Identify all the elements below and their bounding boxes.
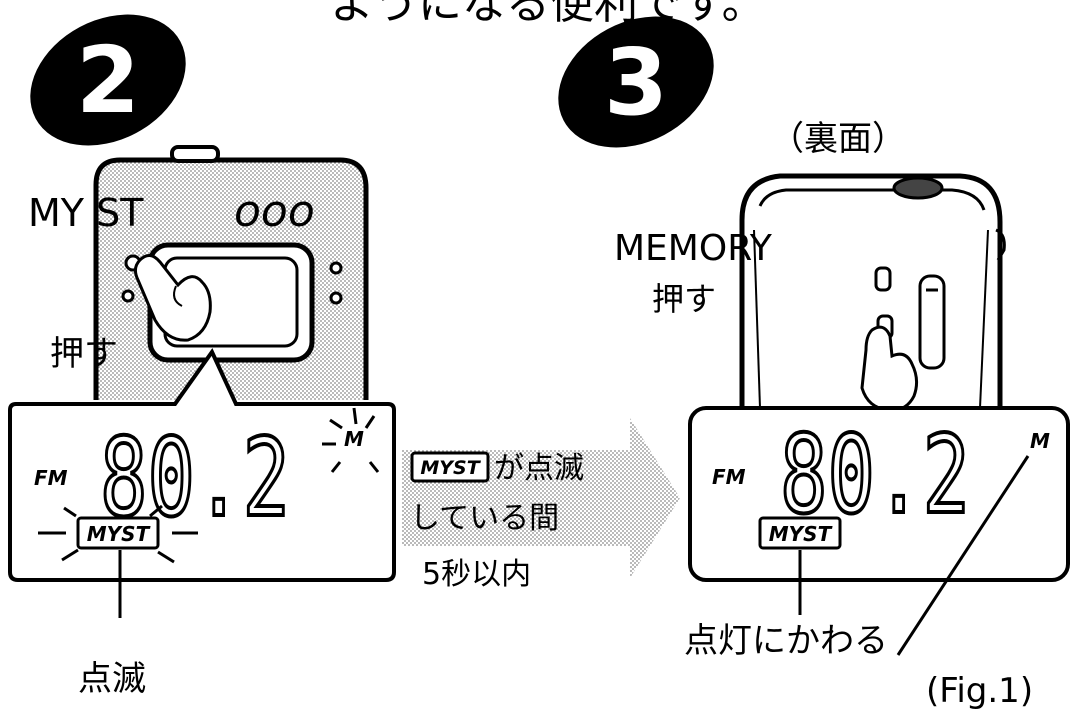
step-2-display: FM 80.2 M MYST xyxy=(8,348,396,618)
arrow-line3: 5秒以内 xyxy=(422,557,531,592)
step-3-callout: 点灯にかわる xyxy=(684,621,888,661)
memory-button[interactable] xyxy=(874,266,892,292)
step-3: 3 （裏面） MEMORY 押す FM 80.2 M MYST xyxy=(558,16,1070,661)
step-2-callout: 点滅 xyxy=(78,659,146,699)
blink-rays-icon xyxy=(322,407,380,473)
radio-front xyxy=(93,145,369,400)
my-st-label: MY ST xyxy=(28,191,144,235)
top-caption: ようになる便利です。 xyxy=(330,0,766,29)
step-3-number: 3 xyxy=(604,29,668,136)
step-2-band: FM xyxy=(34,466,68,490)
memory-label: MEMORY xyxy=(614,228,773,269)
step-2-mode-badge: MYST xyxy=(87,522,151,546)
step-3-display: FM 80.2 M MYST xyxy=(688,406,1070,582)
step-3-memory-indicator: M xyxy=(1030,429,1050,453)
arrow-line1: が点滅 xyxy=(494,451,584,486)
step-2: 2 MY ST ooo 押す FM 80.2 M xyxy=(8,14,396,699)
pressing-finger-icon xyxy=(860,325,919,412)
step-3-number-badge xyxy=(558,16,714,148)
knob-marks: ooo xyxy=(234,186,315,237)
arrow-badge: MYST xyxy=(420,457,481,479)
step-2-number: 2 xyxy=(76,27,140,134)
badge-blink-rays-icon xyxy=(38,504,198,564)
step-2-memory-indicator: M xyxy=(344,427,364,451)
radio-back xyxy=(739,173,1006,412)
step-3-action-label: 押す xyxy=(652,280,716,318)
step-3-mode-badge: MYST xyxy=(769,522,833,546)
back-view-label: （裏面） xyxy=(770,119,906,159)
step-2-number-badge xyxy=(30,14,186,146)
transition-arrow: MYST が点滅 している間 5秒以内 xyxy=(402,418,680,592)
arrow-line2: している間 xyxy=(410,501,559,536)
figure-label: (Fig.1) xyxy=(926,671,1033,711)
step-2-action-label: 押す xyxy=(50,334,118,374)
pressing-finger-icon xyxy=(133,254,212,342)
step-3-band: FM xyxy=(712,465,746,489)
